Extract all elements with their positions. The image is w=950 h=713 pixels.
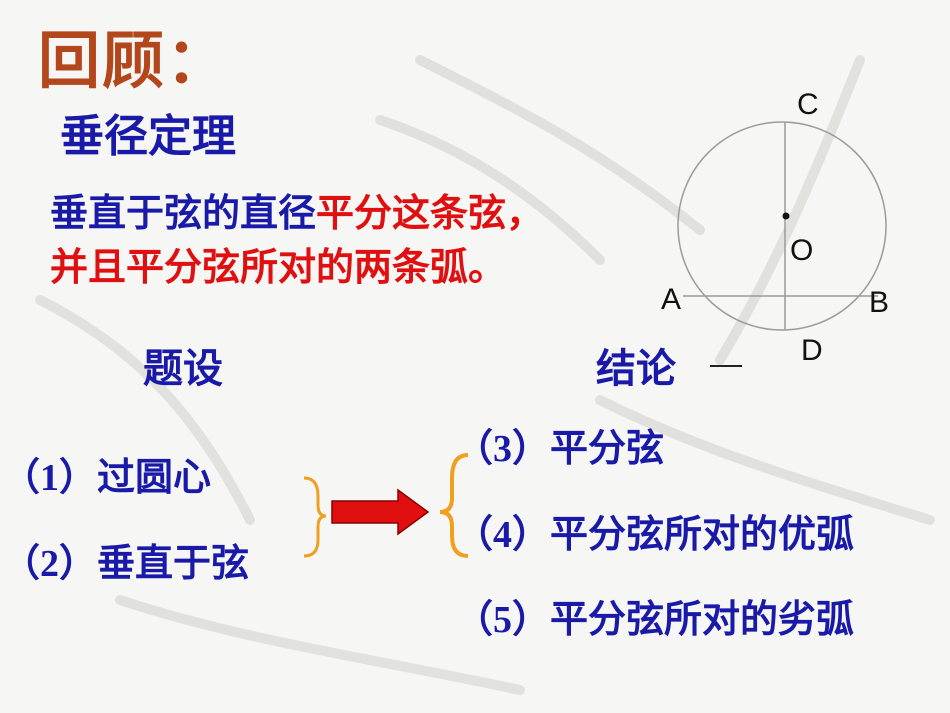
conclusion-text: 平分弦所对的劣弧 — [550, 597, 855, 641]
divider-dash — [710, 365, 742, 367]
theorem-line-2: 并且平分弦所对的两条弧。 — [50, 245, 507, 289]
theorem-condition: 垂直于弦的直径 — [50, 191, 317, 235]
point-label-o: O — [790, 234, 814, 267]
theorem-name: 垂径定理 — [60, 111, 236, 162]
point-label-a: A — [661, 283, 682, 316]
theorem-line-1: 垂直于弦的直径平分这条弦， — [50, 186, 544, 240]
premise-text: 垂直于弦 — [97, 541, 250, 585]
premise-number: （1） — [2, 457, 98, 499]
theorem-statement: 垂直于弦的直径平分这条弦， 并且平分弦所对的两条弧。 — [50, 186, 544, 294]
premise-text: 过圆心 — [97, 455, 212, 499]
circle-outline — [677, 121, 887, 331]
point-label-c: C — [797, 88, 819, 121]
premise-heading: 题设 — [143, 346, 223, 392]
premise-number: （2） — [2, 543, 98, 585]
conclusion-number: （5） — [455, 599, 551, 641]
conclusion-item: （3）平分弦 — [455, 417, 664, 472]
conclusion-heading: 结论 — [596, 346, 676, 392]
page-title: 回顾： — [38, 24, 231, 97]
point-label-b: B — [869, 286, 890, 319]
theorem-conclusion-1: 平分这条弦， — [316, 191, 545, 235]
conclusion-number: （4） — [455, 514, 551, 556]
point-label-d: D — [801, 334, 823, 367]
center-point — [782, 212, 790, 220]
conclusion-text: 平分弦所对的优弧 — [550, 512, 855, 556]
conclusion-text: 平分弦 — [550, 426, 665, 470]
premise-item: （2）垂直于弦 — [2, 532, 249, 587]
premise-item: （1）过圆心 — [2, 446, 211, 501]
implies-arrow — [331, 488, 430, 536]
right-brace — [303, 476, 327, 558]
left-brace — [439, 453, 469, 558]
conclusion-number: （3） — [455, 428, 551, 470]
conclusion-item: （5）平分弦所对的劣弧 — [455, 588, 854, 643]
conclusion-item: （4）平分弦所对的优弧 — [455, 503, 854, 558]
